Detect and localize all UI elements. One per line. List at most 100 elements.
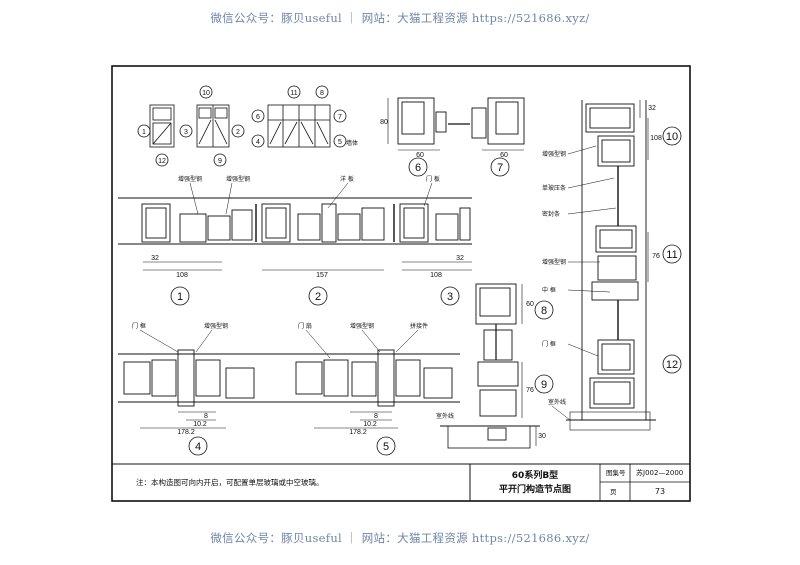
- callout-12-small: [155, 153, 169, 167]
- elevation-b: [196, 104, 230, 148]
- drawing-label: 9: [218, 158, 222, 165]
- drawing-label: 10.2: [363, 421, 377, 428]
- callout-10-small: [199, 85, 213, 99]
- section-10-11-12: [566, 100, 656, 431]
- callout-6-big: [408, 157, 428, 177]
- drawing-label: 1: [177, 291, 183, 303]
- drawing-label: 拼接件: [410, 322, 428, 330]
- watermark-bottom: 微信公众号：豚贝useful ｜ 网站：大猫工程资源 https://52168…: [210, 531, 590, 545]
- drawing-label: 80: [380, 119, 388, 126]
- leader-lines: [139, 139, 617, 421]
- callout-5-small: [333, 134, 347, 148]
- drawing-label: 密封条: [542, 210, 560, 218]
- drawing-label: 60: [416, 152, 424, 159]
- drawing-label: 1: [142, 129, 146, 136]
- callout-numbers: 1 3 12 10 2 9 11 8 6 4 7 5: [142, 90, 342, 165]
- drawing-label: 页: [610, 488, 617, 496]
- drawing-label: 7: [338, 114, 342, 121]
- drawing-label: 12: [158, 158, 166, 165]
- drawing-label: 8: [374, 413, 378, 420]
- drawing-label: 8: [541, 305, 547, 317]
- dims-row-2: [140, 411, 398, 429]
- annotation-labels: 增强型钢 增强型钢 洋 板 门 板 门 框 增强型钢 门 扇 增强型钢 拼接件 …: [132, 139, 566, 420]
- callout-6-small: [251, 109, 265, 123]
- drawing-label: 9: [541, 379, 547, 391]
- drawing-label: 11: [666, 249, 677, 261]
- drawing-label: 108: [650, 135, 662, 142]
- drawing-label: 门 框: [542, 340, 556, 348]
- sheet-border: [111, 65, 691, 502]
- drawing-label: 中 框: [542, 286, 556, 294]
- drawing-label: 4: [195, 441, 201, 453]
- drawing-label: 7: [497, 162, 503, 174]
- drawing-label: 32: [648, 105, 656, 112]
- drawing-label: 10.2: [193, 421, 207, 428]
- drawing-label: 3: [184, 129, 188, 136]
- drawing-label: 6: [256, 114, 260, 121]
- drawing-label: 32: [151, 255, 159, 262]
- dimension-values: 32 108 157 32 108 60 60 80 60 76 30 8 10…: [151, 105, 662, 440]
- dims-10-11-12: [639, 100, 649, 282]
- drawing-label: 增强型钢: [226, 175, 250, 183]
- drawing-label: 12: [666, 359, 678, 371]
- drawing-label: 32: [456, 255, 464, 262]
- section-6-7: [397, 97, 525, 145]
- drawing-note: 注：本构造图可向内开启，可配置单层玻璃或中空玻璃。: [136, 478, 324, 487]
- callout-7-big: [490, 157, 510, 177]
- callout-numbers-big: 1 2 3 4 5 6 7 8 9 10 11 12: [177, 131, 678, 453]
- drawing-label: 门 框: [132, 322, 146, 330]
- drawing-label: 157: [316, 272, 328, 279]
- callout-4-big: [188, 436, 208, 456]
- title-block-fields: 图集号 苏J002—2000 页 73: [606, 468, 683, 496]
- callout-1-big: [170, 286, 190, 306]
- drawing-label: 76: [526, 387, 534, 394]
- callout-8-big: [534, 300, 554, 320]
- drawing-label: 11: [290, 90, 297, 97]
- drawing-label: 室外线: [548, 398, 566, 406]
- drawing-label: 178.2: [349, 429, 367, 436]
- drawing-label: 4: [256, 139, 260, 146]
- drawing-label: 178.2: [177, 429, 195, 436]
- drawing-label: 10: [202, 90, 210, 97]
- section-row-2: [118, 349, 460, 407]
- callout-3: [179, 124, 193, 138]
- section-8-9: [440, 283, 540, 449]
- drawing-label: 增强型钢: [204, 322, 228, 330]
- drawing-label: 增强型钢: [542, 150, 566, 158]
- drawing-label: 苏J002—2000: [636, 468, 683, 477]
- elevation-c: [267, 104, 331, 148]
- drawing-label: 5: [338, 139, 342, 146]
- drawing-label: 洋 板: [340, 175, 354, 183]
- drawing-label: 墙体: [346, 139, 358, 147]
- callout-12-big: [662, 354, 682, 374]
- callout-5-big: [376, 436, 396, 456]
- callout-2-big: [308, 286, 328, 306]
- callout-2-small: [231, 124, 245, 138]
- drawing-label: 76: [652, 253, 660, 260]
- drawing-title-line-2: 平开门构造节点图: [498, 485, 571, 495]
- callout-4-small: [251, 134, 265, 148]
- drawing-label: 60: [526, 301, 534, 308]
- drawing-label: 108: [176, 272, 188, 279]
- drawing-label: 108: [430, 272, 442, 279]
- drawing-label: 60: [500, 152, 508, 159]
- drawing-label: 增强型钢: [542, 258, 566, 266]
- dims-8-9: [521, 284, 537, 446]
- watermark-top: 微信公众号：豚贝useful ｜ 网站：大猫工程资源 https://52168…: [210, 11, 590, 25]
- callout-circles: [137, 85, 682, 456]
- callout-8-small: [315, 85, 329, 99]
- callout-11-small: [287, 85, 301, 99]
- elevation-a: [149, 104, 175, 148]
- drawing-label: 图集号: [606, 468, 626, 477]
- drawing-label: 5: [383, 441, 389, 453]
- callout-7-small: [333, 109, 347, 123]
- callout-1: [137, 124, 151, 138]
- drawing-title-line-1: 60系列B型: [511, 471, 559, 481]
- drawing-label: 增强型钢: [350, 322, 374, 330]
- drawing-label: 门 板: [426, 175, 440, 183]
- drawing-label: 30: [538, 433, 546, 440]
- section-row-1: [118, 197, 472, 245]
- callout-9-big: [534, 374, 554, 394]
- drawing-label: 2: [236, 129, 240, 136]
